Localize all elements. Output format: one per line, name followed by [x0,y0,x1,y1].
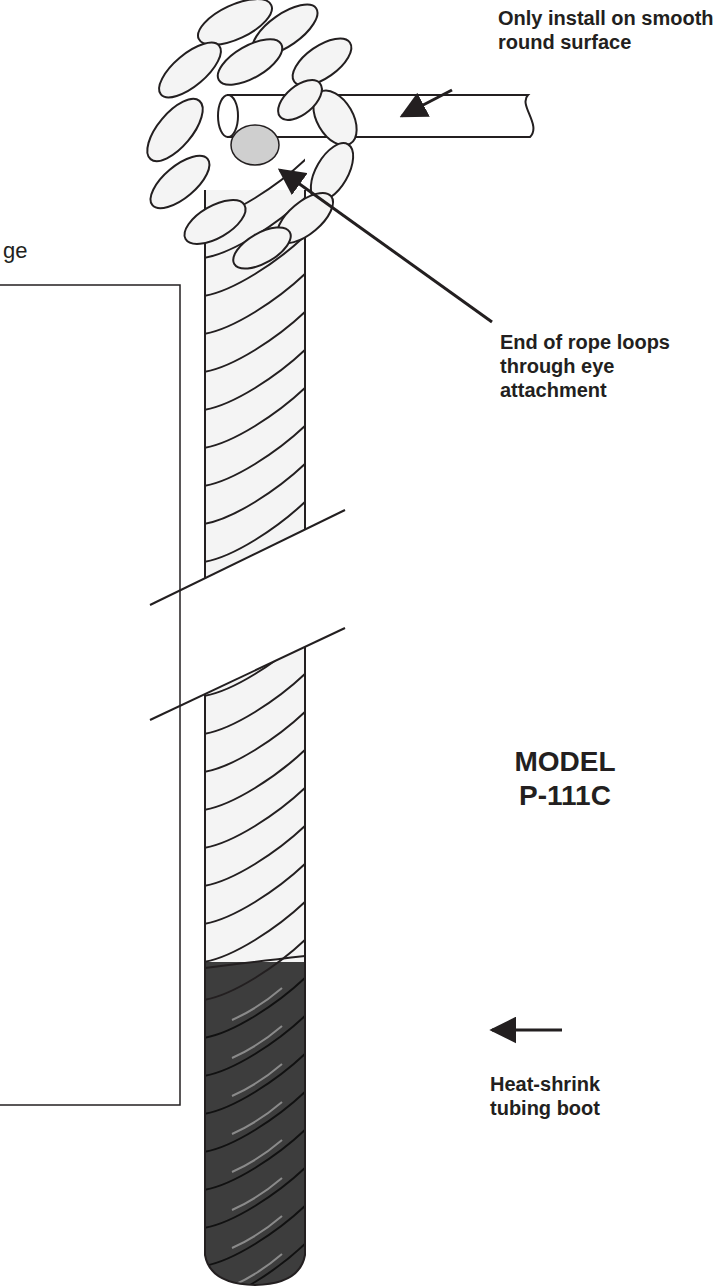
knot-strand [151,33,230,106]
knot-strand [142,147,218,218]
leader-arrow [402,90,452,116]
rope-lower [203,558,307,1287]
cut-text: ge [3,238,63,264]
rope-upper [203,158,307,1285]
callout-label: End of rope loops through eye attachment [500,330,700,402]
callout-label: Heat-shrink tubing boot [490,1072,660,1120]
break-line [150,628,345,720]
knot-strand [227,219,297,277]
knot-strand [211,30,289,94]
break-line [150,510,345,605]
knot [138,0,366,277]
frame-box [0,285,180,1105]
knot-strand [271,73,329,128]
note-label: Only install on smooth round surface [498,6,720,54]
leader-arrow [280,170,492,322]
model-label: MODEL P-111C [500,745,630,812]
eye-attachment [231,125,279,165]
knot-strand [178,191,253,253]
leader-arrow [492,1029,562,1032]
